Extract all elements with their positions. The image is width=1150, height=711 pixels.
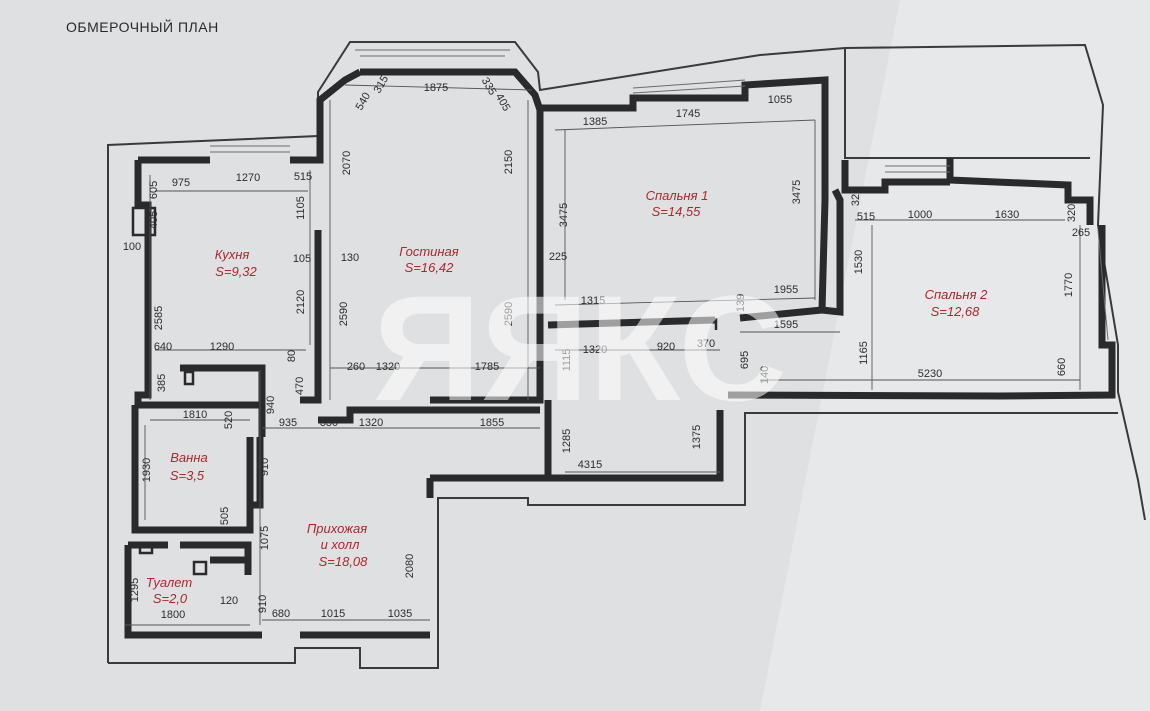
dim-label: 1015 xyxy=(321,608,345,620)
room-bedroom1-area: S=14,55 xyxy=(652,204,702,219)
dim-label: 1745 xyxy=(676,108,700,120)
room-living-name: Гостиная xyxy=(399,244,459,259)
dim-label: 935 xyxy=(279,417,297,429)
dim-label: 2080 xyxy=(404,554,416,578)
dim-label: 130 xyxy=(341,252,359,264)
dim-label: 3475 xyxy=(558,203,570,227)
room-bedroom2-area: S=12,68 xyxy=(931,304,981,319)
dim-label: 330 xyxy=(320,417,338,429)
dim-label: 1385 xyxy=(583,116,607,128)
dim-label: 1290 xyxy=(210,341,234,353)
dim-label: 1075 xyxy=(259,526,271,550)
dim-label: 910 xyxy=(259,458,271,476)
dim-label: 2070 xyxy=(341,151,353,175)
dim-label: 640 xyxy=(154,341,172,353)
dim-label: 695 xyxy=(739,351,751,369)
dim-label: 2590 xyxy=(338,302,350,326)
room-hall-name-2: и холл xyxy=(321,537,360,552)
dim-label: 140 xyxy=(759,366,771,384)
dim-label: 80 xyxy=(286,350,298,362)
dim-label: 2120 xyxy=(295,290,307,314)
dim-label: 1630 xyxy=(995,209,1019,221)
dim-label: 1115 xyxy=(561,349,573,372)
dim-label: 1770 xyxy=(1063,273,1075,297)
dim-label: 385 xyxy=(156,374,168,392)
paper-highlight xyxy=(760,0,1150,711)
dim-label: 920 xyxy=(657,341,675,353)
room-toilet-name: Туалет xyxy=(146,575,193,590)
room-kitchen-area: S=9,32 xyxy=(215,264,257,279)
dim-label: 1165 xyxy=(858,341,870,365)
dim-label: 1285 xyxy=(561,429,573,453)
dim-label: 2585 xyxy=(153,306,165,330)
dim-label: 1270 xyxy=(236,172,260,184)
dim-label: 1375 xyxy=(691,425,703,449)
dim-label: 139 xyxy=(735,294,747,312)
room-bedroom1-name: Спальня 1 xyxy=(646,188,709,203)
room-toilet-area: S=2,0 xyxy=(153,591,188,606)
dim-label: 1595 xyxy=(774,319,798,331)
dim-label: 225 xyxy=(549,251,567,263)
room-living-area: S=16,42 xyxy=(405,260,455,275)
plan-title: ОБМЕРОЧНЫЙ ПЛАН xyxy=(66,18,219,35)
dim-label: 2590 xyxy=(503,302,515,326)
dim-label: 100 xyxy=(123,241,141,253)
room-kitchen-name: Кухня xyxy=(215,247,250,262)
walls xyxy=(124,68,1116,639)
dim-label: 975 xyxy=(172,177,190,189)
dim-label: 260 xyxy=(347,361,365,373)
dim-label: 1955 xyxy=(774,284,798,296)
dim-label: 515 xyxy=(857,211,875,223)
dim-label: 405 xyxy=(148,211,160,229)
dim-label: 1105 xyxy=(295,196,307,220)
dim-label: 1320 xyxy=(359,417,383,429)
room-hall-name: Прихожая xyxy=(307,521,367,536)
dim-label: 605 xyxy=(148,181,160,199)
dim-label: 910 xyxy=(257,595,269,613)
dim-label: 470 xyxy=(294,377,306,395)
room-hall-area: S=18,08 xyxy=(319,554,369,569)
dim-label: 1320 xyxy=(376,361,400,373)
dim-label: 105 xyxy=(293,253,311,265)
dim-label: 5230 xyxy=(918,368,942,380)
dim-label: 265 xyxy=(1072,227,1090,239)
room-labels: Кухня S=9,32 Гостиная S=16,42 Спальня 1 … xyxy=(146,188,988,606)
dim-label: 1810 xyxy=(183,409,207,421)
dimension-lines xyxy=(125,84,1081,626)
dim-label: 120 xyxy=(220,595,238,607)
dim-label: 1295 xyxy=(129,578,141,602)
dim-label: 680 xyxy=(272,608,290,620)
room-bath-name: Ванна xyxy=(170,450,207,465)
dim-label: 1800 xyxy=(161,609,185,621)
room-bath-area: S=3,5 xyxy=(170,468,205,483)
dim-label: 1035 xyxy=(388,608,412,620)
dim-label: 2150 xyxy=(503,150,515,174)
dim-label: 1855 xyxy=(480,417,504,429)
dim-label: 520 xyxy=(223,411,235,429)
dim-label: 940 xyxy=(265,396,277,414)
room-bedroom2-name: Спальня 2 xyxy=(925,287,989,302)
dim-label: 515 xyxy=(294,171,312,183)
dim-label: 320 xyxy=(850,188,862,206)
dim-label: 1785 xyxy=(475,361,499,373)
dim-label: 1000 xyxy=(908,209,932,221)
watermark: ЯЯКС xyxy=(373,264,787,432)
dim-label: 370 xyxy=(697,338,715,350)
dim-label: 1055 xyxy=(768,94,792,106)
dim-label: 505 xyxy=(219,507,231,525)
dim-label: 1530 xyxy=(853,250,865,274)
dim-label: 660 xyxy=(1056,358,1068,376)
dim-label: 1875 xyxy=(424,82,448,94)
partitions xyxy=(131,206,718,576)
dim-label: 1315 xyxy=(581,295,605,307)
dim-label: 1320 xyxy=(583,344,607,356)
dim-label: 3475 xyxy=(791,180,803,204)
windows xyxy=(210,49,1109,341)
dim-label: 320 xyxy=(1066,204,1078,222)
dim-label: 4315 xyxy=(578,459,602,471)
dim-label: 1930 xyxy=(141,458,153,482)
